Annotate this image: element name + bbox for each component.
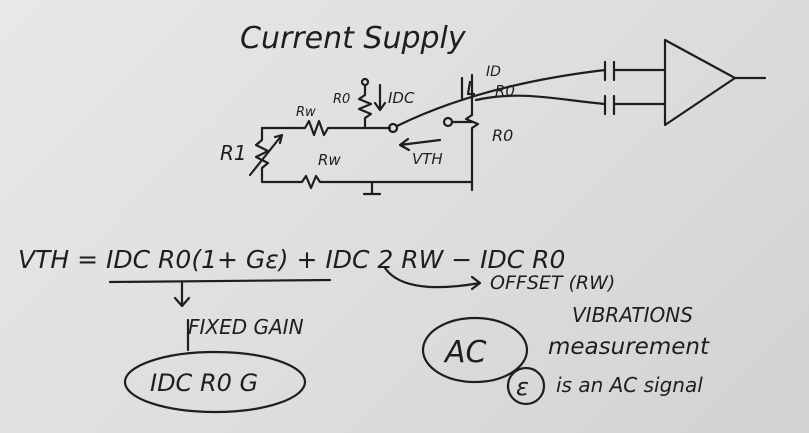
terminal <box>442 116 454 128</box>
r1-rw-bottom <box>254 126 474 190</box>
title: Current Supply <box>240 21 467 56</box>
epsilon-note: is an AC signal <box>556 373 703 397</box>
epsilon-circle <box>506 366 546 406</box>
ground-icon <box>362 180 382 196</box>
ac-label: AC <box>443 335 487 370</box>
terminal <box>387 122 399 134</box>
vibrations-line2: measurement <box>548 334 710 360</box>
circuit: R1 Rw Rw R0 IDC ID R0 R0 VTH <box>220 38 767 196</box>
idc-label: IDC <box>388 89 415 107</box>
rw-top-label: Rw <box>296 105 316 120</box>
offset-arrow <box>383 266 482 291</box>
fixed-gain-circle <box>123 350 307 414</box>
idc-arrow <box>373 83 387 112</box>
wire-to-cap1 <box>395 68 607 128</box>
wire-to-cap2 <box>474 94 607 106</box>
r0-left-label: R0 <box>333 92 350 107</box>
r0-left-resistor <box>357 83 373 130</box>
vibrations-line1: VIBRATIONS <box>572 303 693 327</box>
r1-label: R1 <box>220 141 247 165</box>
vth-label: VTH <box>412 150 443 168</box>
ac-circle <box>421 316 529 384</box>
vth-arrow <box>398 137 442 152</box>
id-label: ID <box>486 64 501 80</box>
capacitors <box>603 60 667 116</box>
r0-top-label: R0 <box>495 82 515 100</box>
id-source <box>460 76 476 100</box>
fixed-gain-note: FIXED GAIN <box>188 315 304 339</box>
r0-right-label: R0 <box>492 126 513 145</box>
equation: VTH = IDC R0(1+ Gε) + IDC 2 RW − IDC R0 <box>18 245 565 274</box>
underline-arrow <box>108 278 332 308</box>
terminal <box>360 77 370 87</box>
offset-note: OFFSET (RW) <box>490 272 615 294</box>
rw-bottom-label: Rw <box>318 151 341 169</box>
fixed-gain-expr: IDC R0 G <box>150 369 258 397</box>
epsilon-symbol: ε <box>516 373 529 401</box>
amplifier-icon <box>663 38 767 127</box>
r0-right-resistor <box>450 73 480 192</box>
r1-variable-arrow <box>248 133 284 177</box>
rw-top-resistor <box>260 119 392 137</box>
